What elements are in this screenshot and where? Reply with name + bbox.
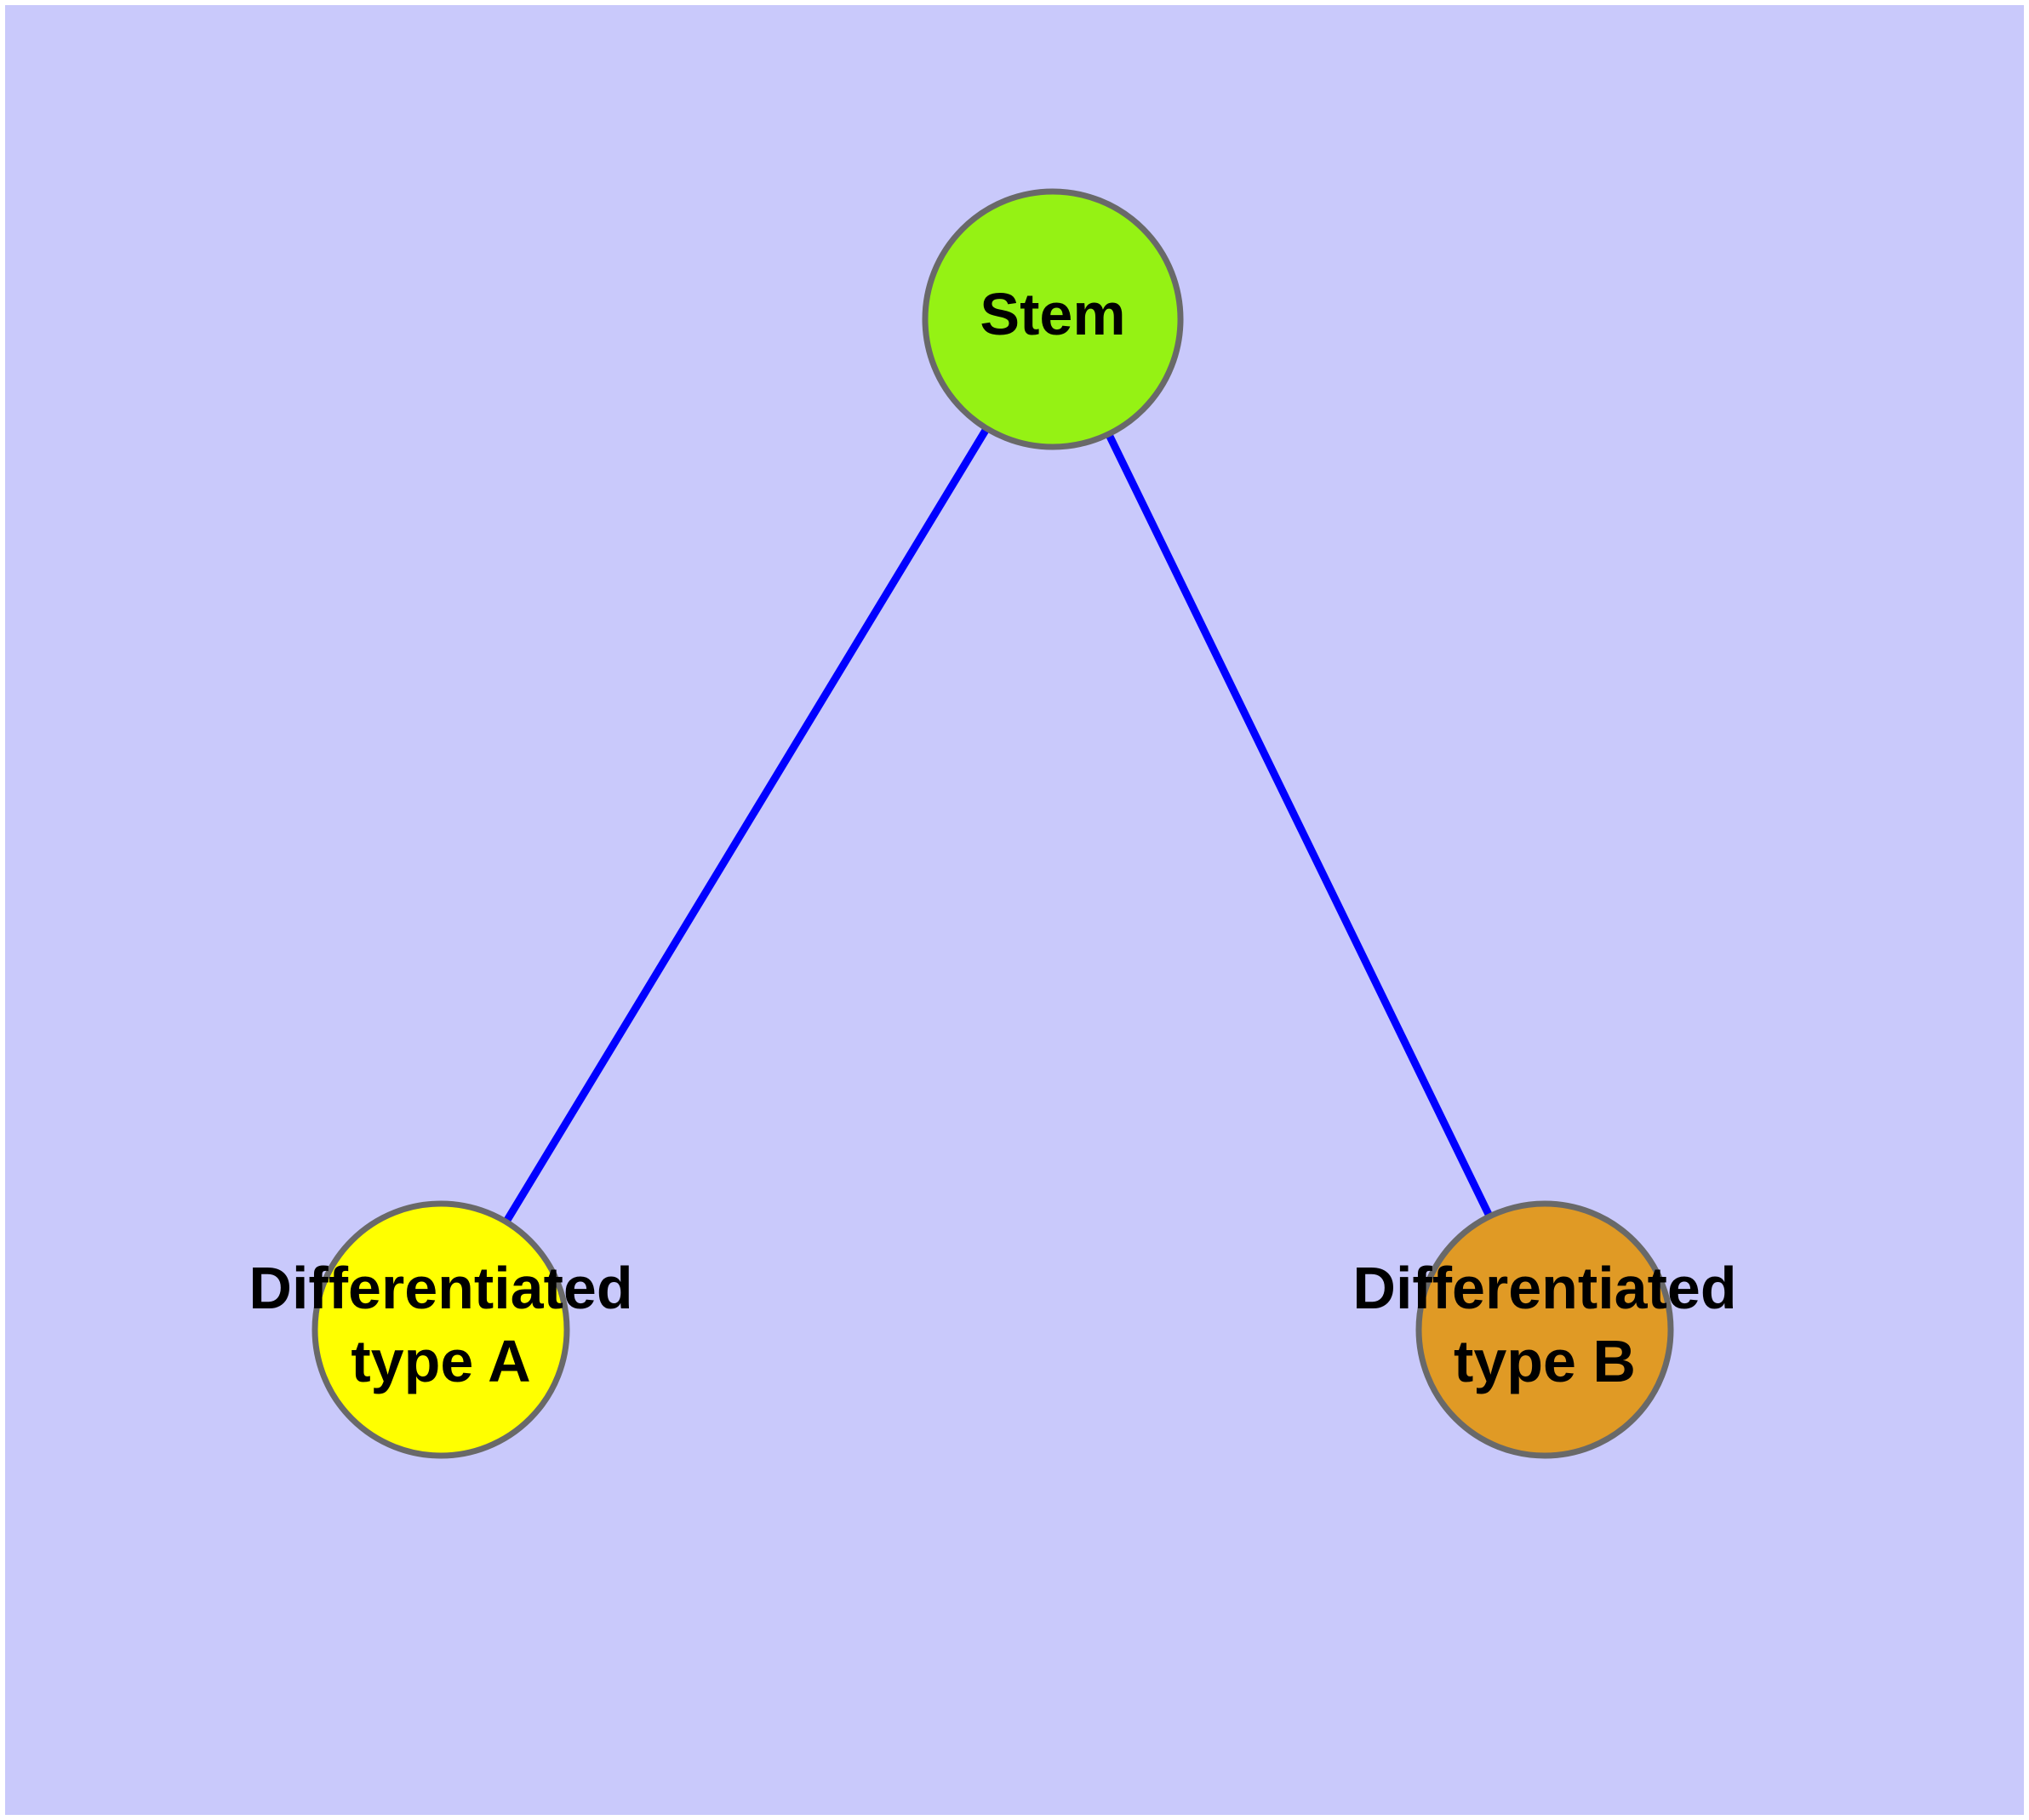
label-line: type A: [351, 1328, 530, 1394]
node-layer: [311, 188, 1674, 1459]
node-differentiated-type-b[interactable]: [1415, 1200, 1674, 1459]
label-line: type B: [1454, 1328, 1636, 1394]
node-stem-circle[interactable]: [922, 188, 1184, 450]
edge-stem-diff-b[interactable]: [1106, 433, 1493, 1217]
node-differentiated-type-a-circle[interactable]: [311, 1200, 570, 1459]
label-layer: Stem Differentiated type A Differentiated…: [249, 281, 1736, 1394]
label-line: Differentiated: [1352, 1255, 1736, 1321]
node-stem-label: Stem: [980, 281, 1125, 347]
node-stem[interactable]: [922, 188, 1184, 450]
edge-layer: [503, 427, 1493, 1223]
node-differentiated-type-a[interactable]: [311, 1200, 570, 1459]
graph-svg: Stem Differentiated type A Differentiated…: [249, 188, 1737, 1459]
label-line: Stem: [980, 281, 1125, 347]
node-differentiated-type-b-circle[interactable]: [1415, 1200, 1674, 1459]
edge-stem-diff-a[interactable]: [503, 427, 990, 1223]
label-line: Differentiated: [249, 1255, 632, 1321]
node-differentiated-type-a-label: Differentiated type A: [249, 1255, 632, 1394]
diagram-canvas: Stem Differentiated type A Differentiated…: [5, 5, 2024, 1815]
node-differentiated-type-b-label: Differentiated type B: [1352, 1255, 1736, 1394]
